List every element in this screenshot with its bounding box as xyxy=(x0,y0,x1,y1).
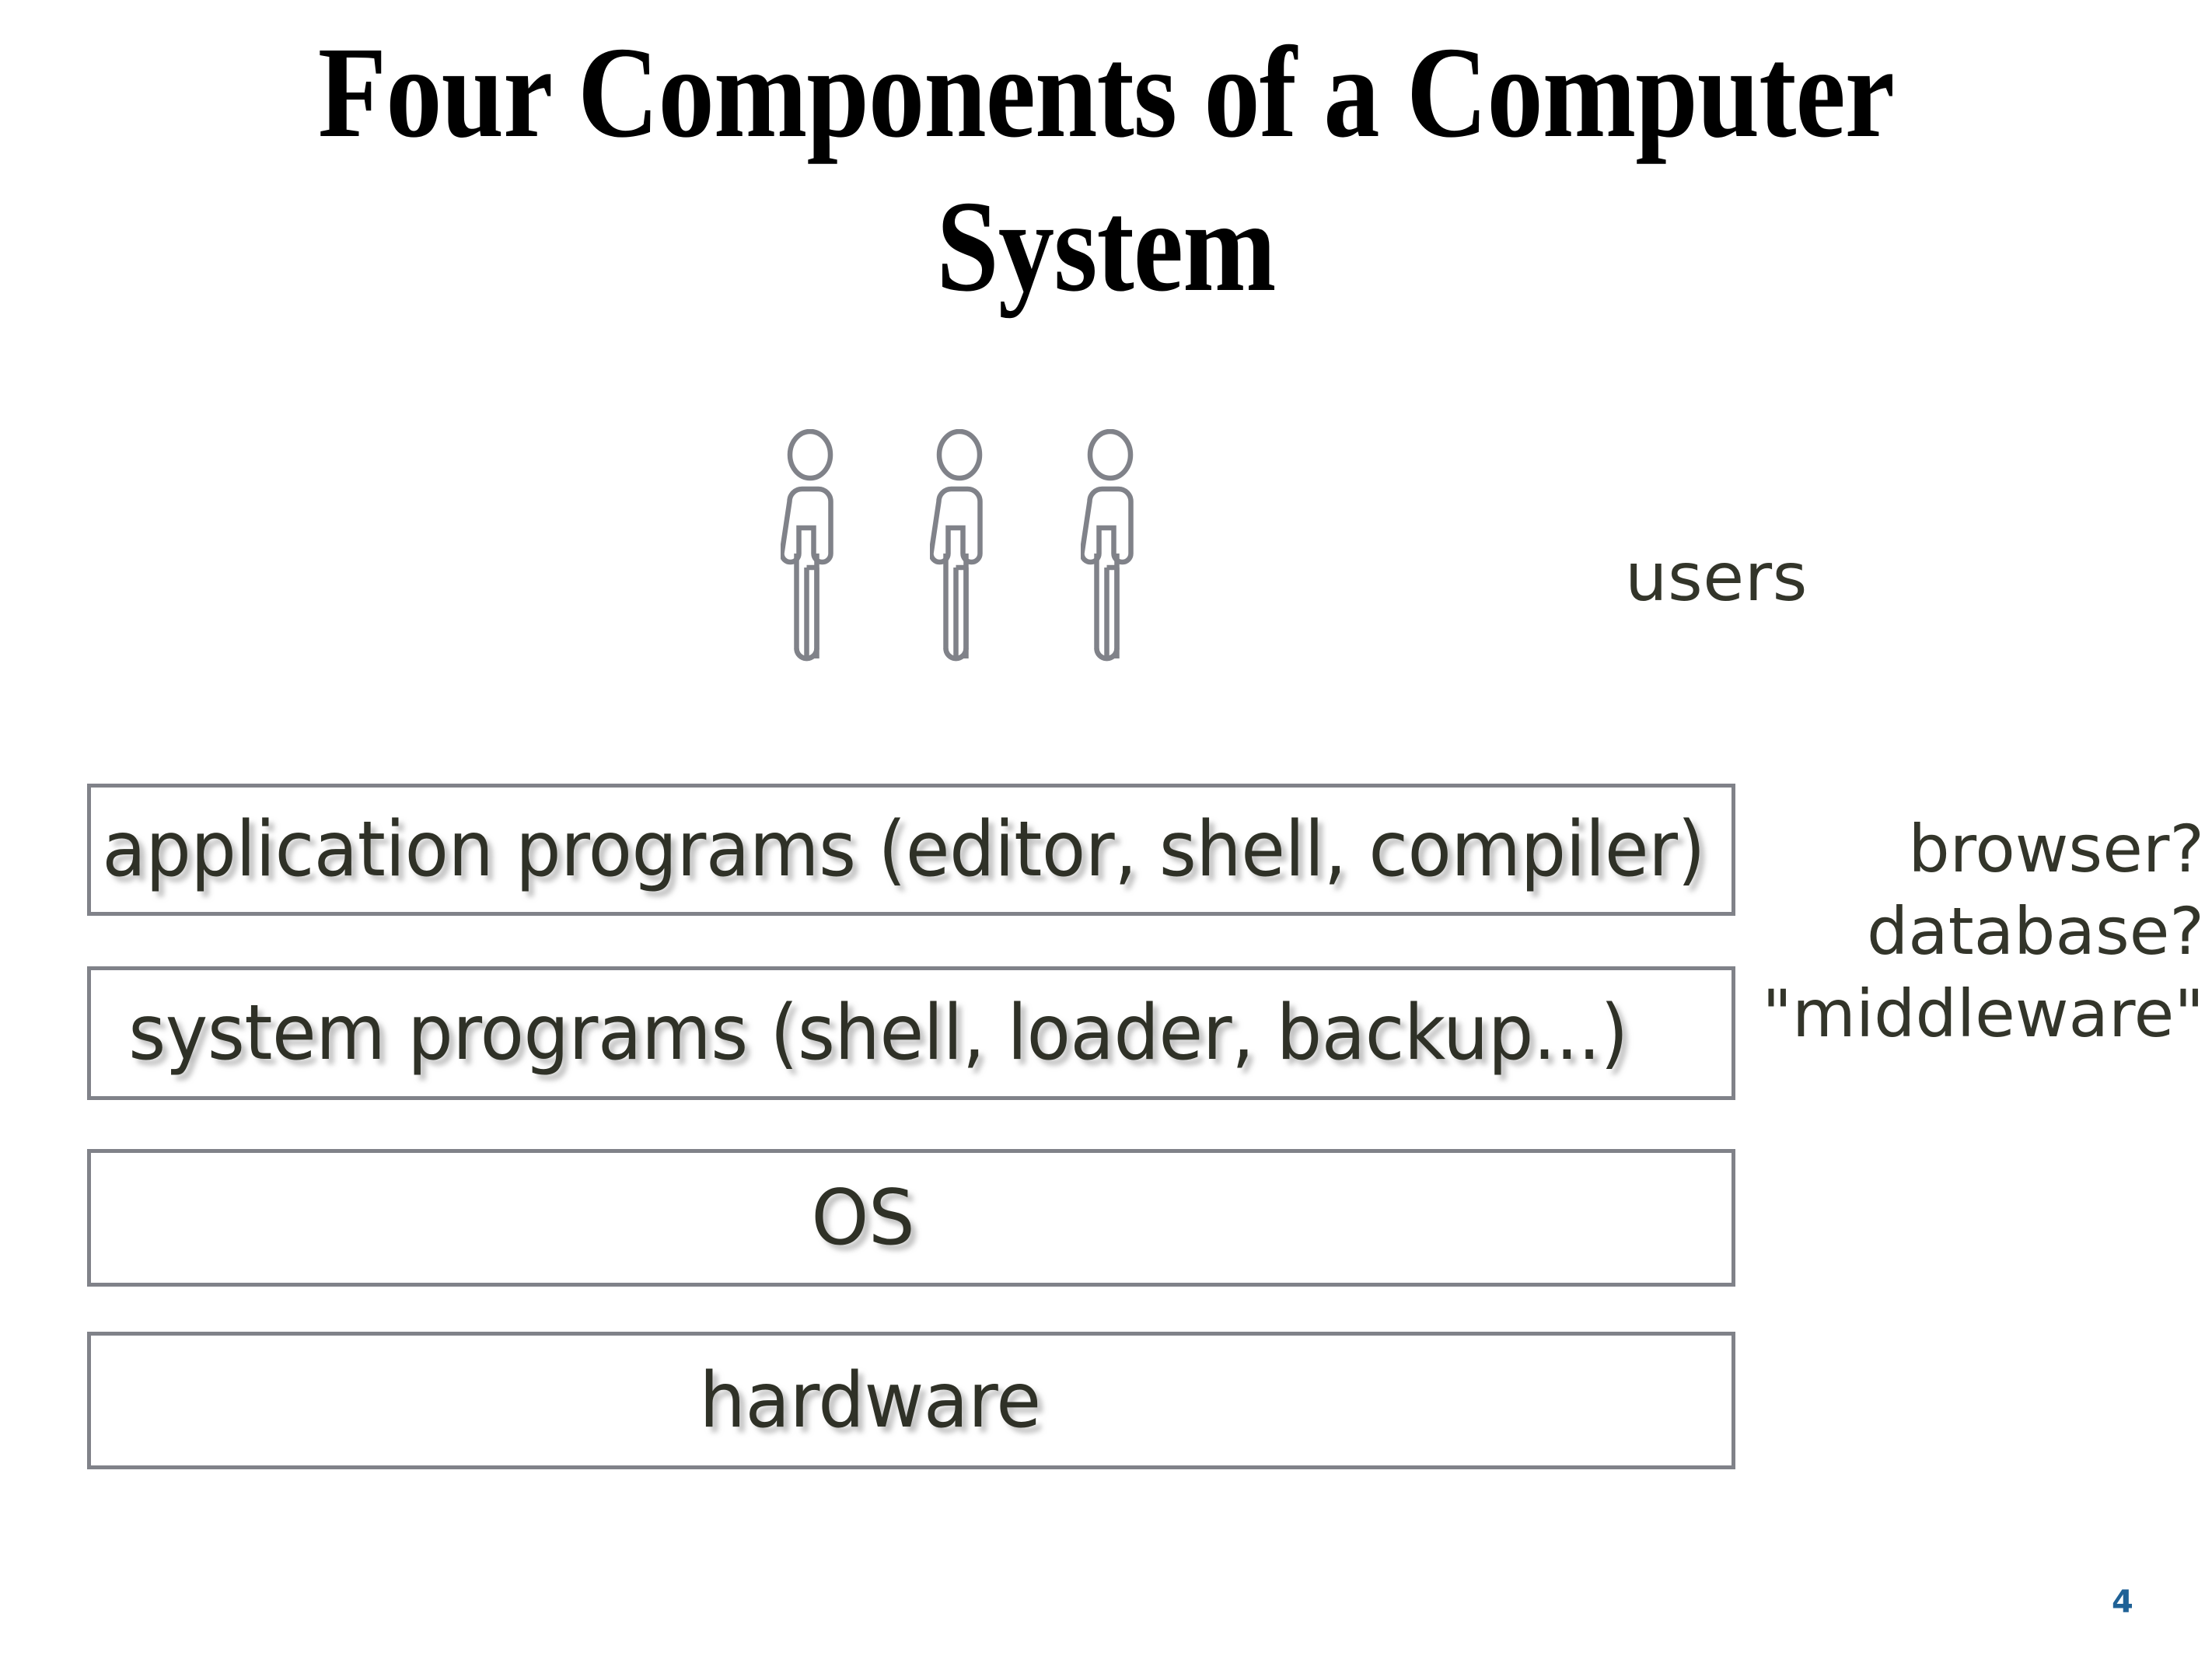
layer-box-system-programs: system programs (shell, loader, backup..… xyxy=(87,966,1735,1100)
annotation-browser: browser? xyxy=(1908,811,2204,887)
layer-box-hardware: hardware xyxy=(87,1332,1735,1469)
layer-label-application-programs: application programs (editor, shell, com… xyxy=(102,805,1706,894)
page-title: Four Components of a Computer System xyxy=(317,20,1895,320)
annotation-middleware: "middleware" xyxy=(1762,975,2204,1052)
layer-label-system-programs: system programs (shell, loader, backup..… xyxy=(128,989,1628,1077)
layer-box-application-programs: application programs (editor, shell, com… xyxy=(87,784,1735,916)
annotation-database: database? xyxy=(1866,892,2204,969)
layer-box-os: OS xyxy=(87,1149,1735,1287)
layer-label-os: OS xyxy=(811,1173,915,1263)
users-label: users xyxy=(1625,539,1808,616)
page-number: 4 xyxy=(2112,1584,2133,1620)
user-figure-2-icon xyxy=(930,429,989,701)
users-figure-group xyxy=(778,429,1182,703)
user-figure-1-icon xyxy=(781,429,840,701)
layer-label-hardware: hardware xyxy=(699,1356,1042,1445)
user-figure-3-icon xyxy=(1081,429,1140,701)
middleware-annotation-group: browser? database? "middleware" xyxy=(1660,809,2204,1055)
